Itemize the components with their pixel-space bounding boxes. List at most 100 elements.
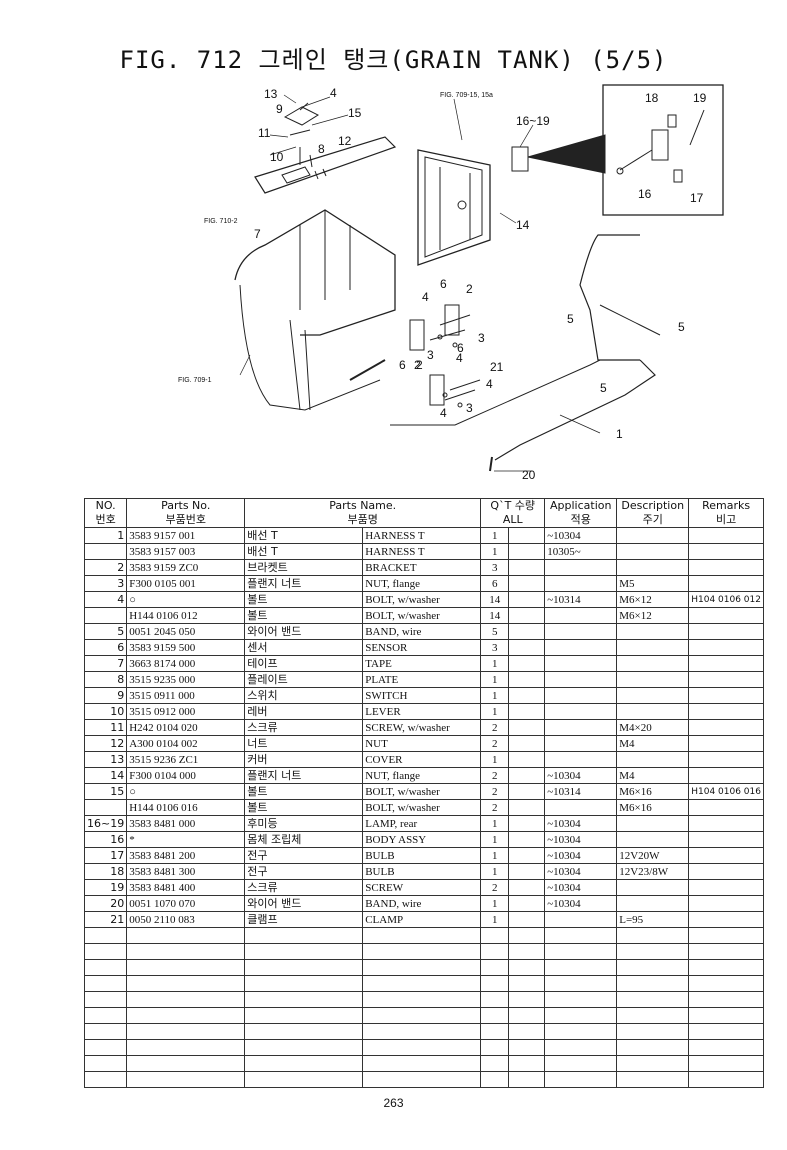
- parts-list-table: NO.번호 Parts No.부품번호 Parts Name.부품명 Q`T 수…: [83, 498, 764, 1088]
- table-cell-qty2: [508, 703, 546, 720]
- table-cell-ko: 전구: [244, 847, 364, 864]
- table-cell-desc: [616, 639, 690, 656]
- callout-label: 4: [456, 351, 463, 365]
- table-cell-pno: A300 0104 002: [126, 735, 246, 752]
- table-cell-qty2: [508, 735, 546, 752]
- table-cell-app: ~10314: [544, 783, 618, 800]
- table-cell-desc: L=95: [616, 911, 690, 928]
- table-cell-rem: [688, 863, 764, 880]
- table-cell-ko: [244, 991, 364, 1008]
- table-cell-pno: 3515 9236 ZC1: [126, 751, 246, 768]
- table-cell-rem: [688, 1023, 764, 1040]
- table-cell-no: [83, 1055, 128, 1072]
- callout-label: 5: [600, 381, 607, 395]
- grain-tank-body: [234, 209, 396, 411]
- table-cell-app: ~10304: [544, 863, 618, 880]
- table-cell-qty2: [508, 975, 546, 992]
- table-cell-qty2: [508, 895, 546, 912]
- table-cell-no: 6: [83, 639, 128, 656]
- table-cell-qty: 1: [480, 751, 510, 768]
- table-cell-en: BULB: [362, 847, 482, 864]
- table-cell-qty2: [508, 591, 546, 608]
- table-cell-en: SCREW: [362, 879, 482, 896]
- table-cell-qty2: [508, 559, 546, 576]
- rear-lamp: [511, 134, 606, 174]
- table-cell-qty2: [508, 783, 546, 800]
- callout-label: 6: [440, 277, 447, 291]
- figure-reference: FIG. 709-15, 15a: [440, 92, 493, 99]
- table-cell-rem: [688, 527, 764, 544]
- table-cell-rem: H104 0106 012: [688, 591, 764, 608]
- table-cell-qty: 2: [480, 799, 510, 816]
- table-cell-ko: 플랜지 너트: [244, 575, 364, 592]
- table-cell-rem: [688, 639, 764, 656]
- callout-label: 6: [399, 358, 406, 372]
- table-cell-ko: 센서: [244, 639, 364, 656]
- table-cell-no: 2: [83, 559, 128, 576]
- table-cell-en: NUT, flange: [362, 767, 482, 784]
- table-cell-desc: [616, 831, 690, 848]
- table-cell-pno: [126, 1055, 246, 1072]
- header-parts-name: Parts Name.부품명: [244, 498, 482, 528]
- table-cell-desc: M5: [616, 575, 690, 592]
- table-cell-ko: [244, 1055, 364, 1072]
- table-cell-qty: 1: [480, 831, 510, 848]
- table-cell-rem: [688, 559, 764, 576]
- table-cell-ko: 너트: [244, 735, 364, 752]
- table-cell-app: [544, 943, 618, 960]
- table-cell-no: 4: [83, 591, 128, 608]
- table-cell-app: ~10304: [544, 767, 618, 784]
- callout-label: 1: [616, 427, 623, 441]
- table-cell-desc: [616, 655, 690, 672]
- table-cell-qty2: [508, 959, 546, 976]
- table-cell-ko: 레버: [244, 703, 364, 720]
- table-cell-desc: 12V20W: [616, 847, 690, 864]
- callout-label: 4: [422, 290, 429, 304]
- table-row: [83, 1071, 764, 1088]
- table-cell-qty: [480, 991, 510, 1008]
- table-cell-en: [362, 1039, 482, 1056]
- table-cell-app: ~10304: [544, 815, 618, 832]
- table-cell-ko: [244, 1023, 364, 1040]
- table-row: [83, 927, 764, 944]
- callout-label: 14: [516, 218, 530, 232]
- table-cell-desc: [616, 1007, 690, 1024]
- table-cell-en: CLAMP: [362, 911, 482, 928]
- table-cell-qty: [480, 927, 510, 944]
- table-cell-pno: 3583 9159 ZC0: [126, 559, 246, 576]
- table-cell-rem: [688, 927, 764, 944]
- table-cell-no: [83, 799, 128, 816]
- table-cell-pno: 0051 1070 070: [126, 895, 246, 912]
- table-cell-en: [362, 991, 482, 1008]
- table-cell-no: [83, 607, 128, 624]
- table-cell-en: SENSOR: [362, 639, 482, 656]
- callout-label: 2: [414, 358, 421, 372]
- table-cell-no: 7: [83, 655, 128, 672]
- table-cell-rem: [688, 623, 764, 640]
- table-cell-rem: [688, 1055, 764, 1072]
- table-cell-qty2: [508, 831, 546, 848]
- table-cell-en: NUT: [362, 735, 482, 752]
- table-cell-qty: 6: [480, 575, 510, 592]
- table-cell-no: [83, 943, 128, 960]
- table-cell-qty2: [508, 927, 546, 944]
- table-cell-ko: 스위치: [244, 687, 364, 704]
- table-cell-no: 19: [83, 879, 128, 896]
- table-cell-rem: [688, 975, 764, 992]
- table-cell-desc: [616, 879, 690, 896]
- table-cell-qty2: [508, 543, 546, 560]
- table-cell-rem: [688, 1039, 764, 1056]
- table-cell-qty2: [508, 991, 546, 1008]
- header-no: NO.번호: [83, 498, 128, 528]
- table-cell-desc: [616, 895, 690, 912]
- table-cell-no: 13: [83, 751, 128, 768]
- table-cell-rem: [688, 1071, 764, 1088]
- table-cell-pno: 3583 8481 000: [126, 815, 246, 832]
- table-cell-pno: 3583 8481 300: [126, 863, 246, 880]
- table-cell-qty: 1: [480, 815, 510, 832]
